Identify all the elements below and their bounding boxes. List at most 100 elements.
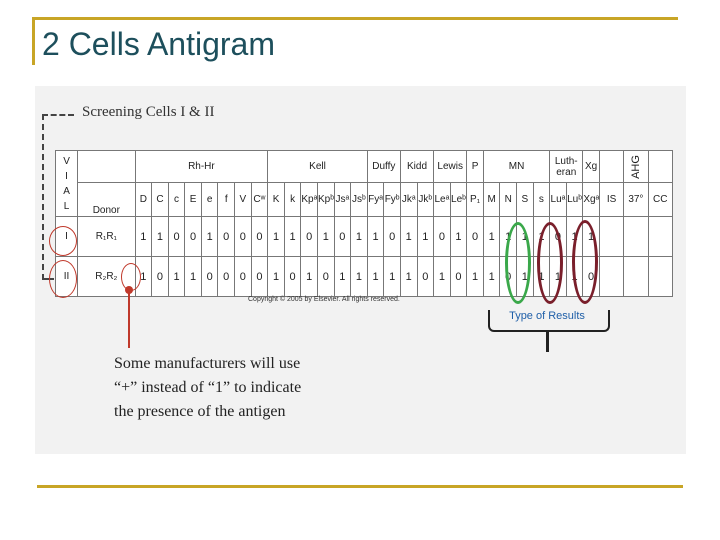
antigen-header: P₁ xyxy=(466,182,484,217)
antigen-value: 1 xyxy=(399,216,418,257)
antigen-value: 0 xyxy=(234,216,252,257)
donor-header: Donor xyxy=(77,182,136,217)
antigen-header: e xyxy=(200,182,219,217)
antigen-header: Xgᵃ xyxy=(582,182,600,217)
dashed-bracket-side xyxy=(42,114,44,280)
maroon-result-oval-1 xyxy=(537,222,563,304)
vial-header: V I A L xyxy=(54,150,79,217)
antigen-value: 0 xyxy=(316,256,335,297)
antigen-value: 1 xyxy=(134,216,153,257)
antigen-value: 1 xyxy=(366,256,385,297)
phase-ahg: AHG xyxy=(623,150,649,183)
antigen-value: 1 xyxy=(300,256,318,297)
vial-ii-circle xyxy=(49,260,77,298)
antigen-header: M xyxy=(482,182,501,217)
callout-annotation: Some manufacturers will use “+” instead … xyxy=(114,355,302,420)
antigen-header: E xyxy=(184,182,202,217)
antigen-value: 1 xyxy=(283,216,302,257)
antigen-value: 1 xyxy=(167,256,186,297)
antigen-value: 1 xyxy=(350,256,368,297)
group-ahg: AHG xyxy=(630,154,643,179)
test-phase-header: 37° xyxy=(623,182,649,217)
antigen-header: Kpᵃ xyxy=(300,182,318,217)
group-mn: MN xyxy=(482,150,551,183)
group-kidd: Kidd xyxy=(399,150,435,183)
antigen-header: C xyxy=(151,182,169,217)
antigen-value: 0 xyxy=(151,256,169,297)
antigen-value: 1 xyxy=(350,216,368,257)
frame-left-rule xyxy=(32,17,35,65)
antigen-value: 1 xyxy=(151,216,169,257)
antigen-header: K xyxy=(267,182,285,217)
antigen-value: 1 xyxy=(267,216,285,257)
antigen-header: Jkᵇ xyxy=(416,182,435,217)
vial-letters: V I A L xyxy=(63,155,70,212)
antigen-value: 0 xyxy=(167,216,186,257)
antigen-value: 1 xyxy=(366,216,385,257)
antigen-value: 1 xyxy=(482,256,501,297)
antigen-value: 1 xyxy=(316,216,335,257)
antigen-value: 1 xyxy=(267,256,285,297)
antigen-value: 0 xyxy=(217,256,236,297)
antigen-header: Luᵃ xyxy=(549,182,567,217)
antigen-header: c xyxy=(167,182,186,217)
test-result-cell xyxy=(598,256,625,297)
antigen-header: Jsᵇ xyxy=(350,182,368,217)
antigen-value: 1 xyxy=(383,256,401,297)
phase-is-spacer xyxy=(598,150,625,183)
antigen-value: 0 xyxy=(250,256,269,297)
group-duffy: Duffy xyxy=(366,150,401,183)
antigen-value: 0 xyxy=(300,216,318,257)
antigen-value: 0 xyxy=(433,216,451,257)
antigen-value: 1 xyxy=(449,216,468,257)
test-result-cell xyxy=(647,216,674,257)
results-brace-stem xyxy=(546,330,549,352)
antigen-header: Jsᵃ xyxy=(333,182,352,217)
dashed-bracket-bottom xyxy=(42,278,54,280)
antigen-header: Leᵃ xyxy=(433,182,451,217)
antigen-value: 0 xyxy=(383,216,401,257)
antigen-value: 0 xyxy=(184,216,202,257)
test-result-cell xyxy=(647,256,674,297)
antigen-value: 1 xyxy=(200,216,219,257)
test-result-cell xyxy=(623,216,649,257)
antigen-header: S xyxy=(516,182,534,217)
antigen-header: s xyxy=(532,182,551,217)
antigen-header: Luᵇ xyxy=(565,182,584,217)
antigen-value: 0 xyxy=(333,216,352,257)
antigen-value: 0 xyxy=(250,216,269,257)
antigen-header: f xyxy=(217,182,236,217)
donor-phenotype: R₁R₁ xyxy=(77,216,136,257)
antigen-value: 1 xyxy=(433,256,451,297)
antigen-value: 1 xyxy=(482,216,501,257)
phase-cc-spacer xyxy=(647,150,674,183)
antigen-value: 0 xyxy=(449,256,468,297)
antigen-value: 1 xyxy=(333,256,352,297)
frame-bottom-rule xyxy=(37,485,683,488)
antigen-value: 0 xyxy=(217,216,236,257)
test-phase-header: IS xyxy=(598,182,625,217)
antigen-value: 0 xyxy=(283,256,302,297)
antigram-table: V I A L Rh-Hr Kell Duffy Kidd Lewis P MN… xyxy=(54,150,674,297)
antigen-header: Kpᵇ xyxy=(316,182,335,217)
callout-line xyxy=(128,290,130,348)
antigen-header: k xyxy=(283,182,302,217)
dashed-bracket-top xyxy=(42,114,74,116)
test-phase-header: CC xyxy=(647,182,674,217)
antigen-header: V xyxy=(234,182,252,217)
test-result-cell xyxy=(623,256,649,297)
group-lutheran: Luth-eran xyxy=(549,150,584,183)
antigen-value: 0 xyxy=(234,256,252,297)
antigen-header: N xyxy=(499,182,518,217)
frame-top-rule xyxy=(32,17,678,20)
group-p: P xyxy=(466,150,484,183)
slide-title: 2 Cells Antigram xyxy=(42,26,275,62)
antigen-value: 0 xyxy=(200,256,219,297)
green-result-oval xyxy=(505,222,531,304)
antigen-header: D xyxy=(134,182,153,217)
group-kell: Kell xyxy=(267,150,368,183)
antigen-value: 0 xyxy=(466,216,484,257)
maroon-result-oval-2 xyxy=(572,220,598,304)
group-xg: Xg xyxy=(582,150,600,183)
antigen-header: Fyᵃ xyxy=(366,182,385,217)
